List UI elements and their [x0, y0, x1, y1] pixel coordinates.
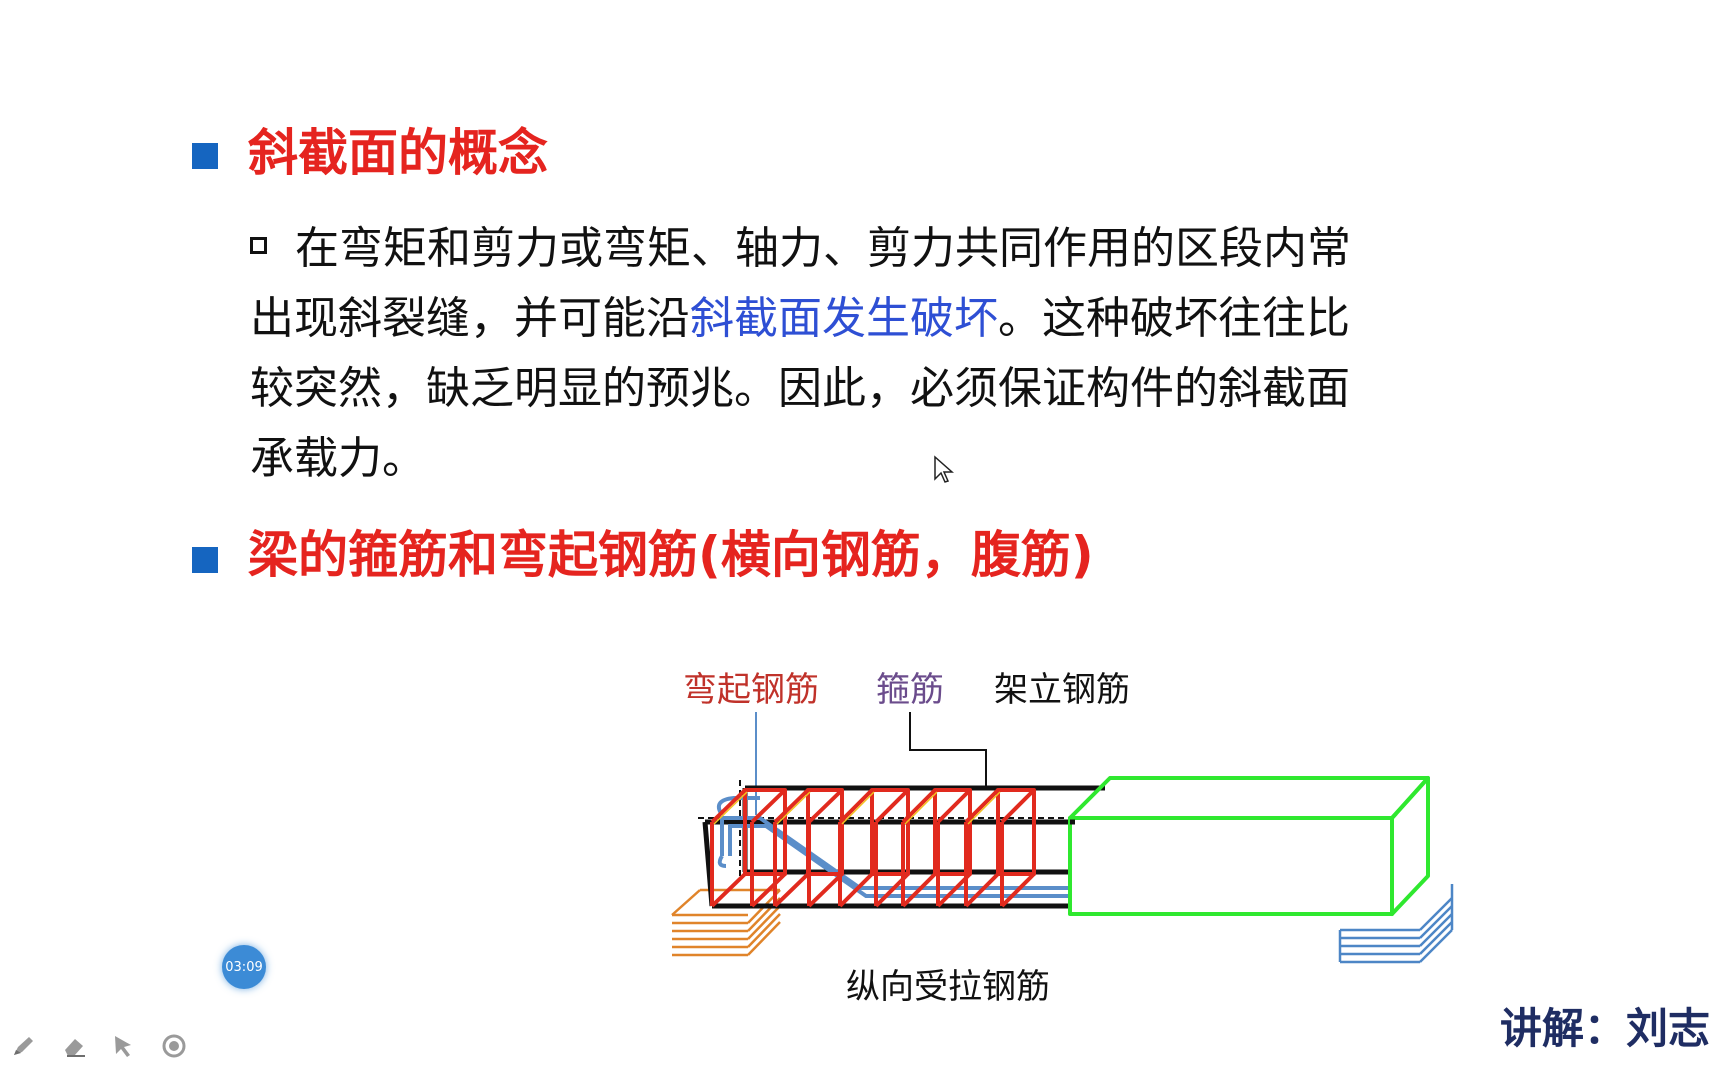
heading-web-reinforcement: 梁的箍筋和弯起钢筋(横向钢筋，腹筋)	[248, 526, 1094, 584]
pen-icon[interactable]	[10, 1032, 38, 1060]
right-support	[1338, 884, 1454, 964]
pointer-icon[interactable]	[110, 1032, 138, 1060]
paragraph-line-3: 较突然，缺乏明显的预兆。因此，必须保证构件的斜截面	[250, 363, 1350, 414]
highlighted-text: 斜截面发生破坏	[690, 293, 998, 344]
paragraph-line-2: 出现斜裂缝，并可能沿斜截面发生破坏。这种破坏往往比	[250, 293, 1350, 344]
bullet-square	[192, 547, 218, 573]
mouse-cursor-icon	[934, 455, 954, 483]
bent-up-bar	[717, 796, 1075, 898]
lecturer-credit: 讲解：刘志	[1500, 1004, 1711, 1053]
presentation-toolbar	[10, 1032, 188, 1060]
paragraph-line-4: 承载力。	[250, 433, 426, 484]
left-support	[671, 888, 781, 957]
timer-badge[interactable]: 03:09	[222, 945, 266, 989]
section-dashed-outline	[698, 780, 1075, 880]
label-tension-bar: 纵向受拉钢筋	[846, 967, 1050, 1007]
bullet-square	[192, 143, 218, 169]
label-bent-bar: 弯起钢筋	[683, 670, 819, 710]
paragraph-line-1: 在弯矩和剪力或弯矩、轴力、剪力共同作用的区段内常	[250, 214, 1490, 284]
record-icon[interactable]	[160, 1032, 188, 1060]
stirrups	[710, 788, 1036, 908]
label-stirrup: 箍筋	[876, 670, 944, 710]
heading-oblique-section-concept: 斜截面的概念	[248, 124, 548, 182]
eraser-icon[interactable]	[60, 1032, 88, 1060]
paragraph: 在弯矩和剪力或弯矩、轴力、剪力共同作用的区段内常 出现斜裂缝，并可能沿斜截面发生…	[250, 214, 1490, 494]
stirrup-highlights	[713, 791, 1001, 825]
hollow-square-bullet	[250, 237, 267, 254]
label-erection-bar: 架立钢筋	[994, 670, 1130, 710]
concrete-block	[1068, 776, 1430, 916]
